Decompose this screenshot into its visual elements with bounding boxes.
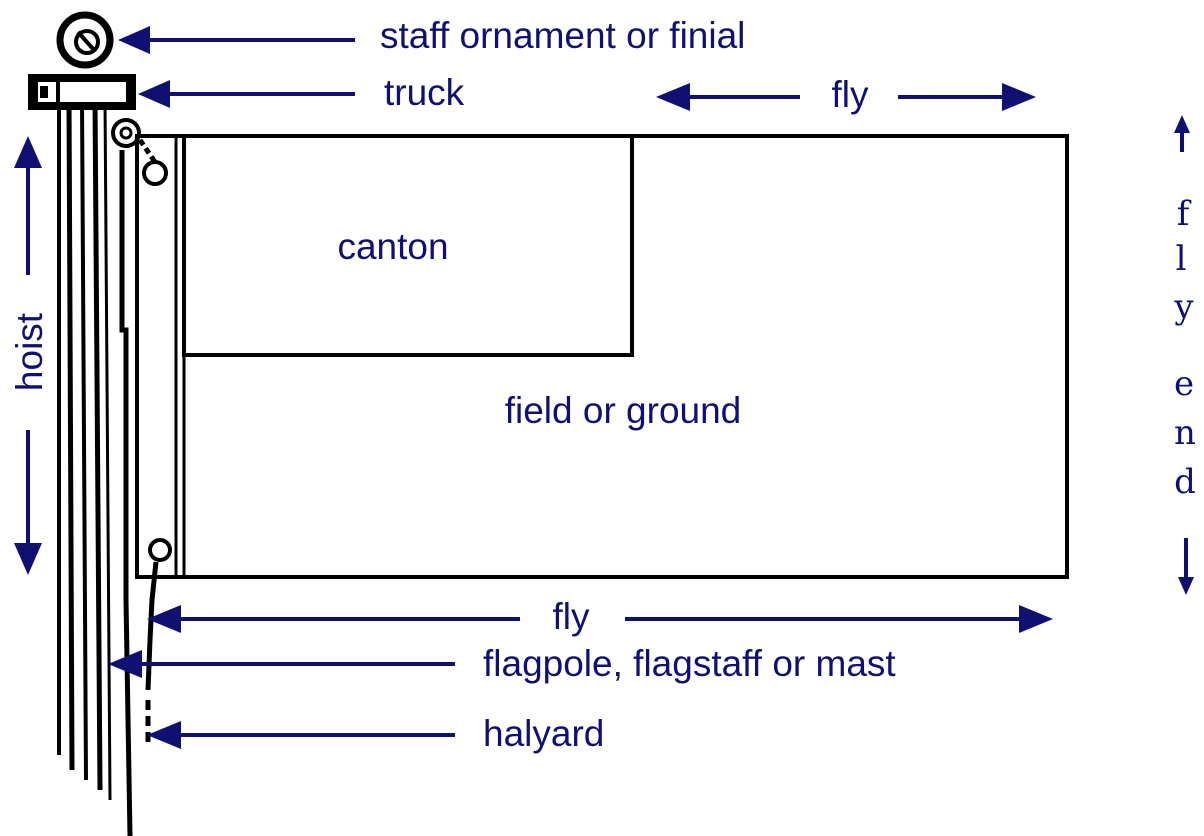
hoist-label: hoist — [9, 312, 50, 391]
fly-top-arrow — [656, 83, 1036, 111]
canton-area — [182, 134, 634, 357]
fly-end-letter-y: y — [1173, 287, 1194, 327]
field-label: field or ground — [505, 390, 742, 431]
fly-bottom-arrow — [147, 605, 1053, 633]
flagpole-pointer — [108, 650, 455, 678]
finial-label: staff ornament or finial — [380, 15, 745, 56]
fly-end-letter-e: e — [1174, 364, 1194, 404]
canton-label: canton — [337, 226, 448, 267]
fly-end-letter-l: l — [1176, 239, 1187, 279]
fly-end-letter-f: f — [1177, 194, 1192, 234]
flagpole — [57, 99, 112, 801]
flag — [135, 134, 1069, 579]
flagpole-label: flagpole, flagstaff or mast — [483, 643, 896, 684]
truck-label: truck — [384, 72, 465, 113]
fly-end-letter-d: d — [1174, 462, 1196, 502]
fly-bottom-label: fly — [553, 596, 591, 637]
fly-end-letter-n: n — [1174, 413, 1196, 453]
fly-top-label: fly — [832, 74, 870, 115]
truck-block — [28, 74, 136, 110]
halyard-rope — [111, 118, 172, 836]
hoist-arrow — [14, 136, 42, 575]
finial-ornament — [56, 11, 114, 69]
fly-end-arrow — [1174, 115, 1194, 595]
finial-pointer — [118, 26, 355, 54]
halyard-label: halyard — [483, 713, 604, 754]
truck-pointer — [138, 80, 355, 108]
halyard-pointer — [147, 721, 455, 749]
